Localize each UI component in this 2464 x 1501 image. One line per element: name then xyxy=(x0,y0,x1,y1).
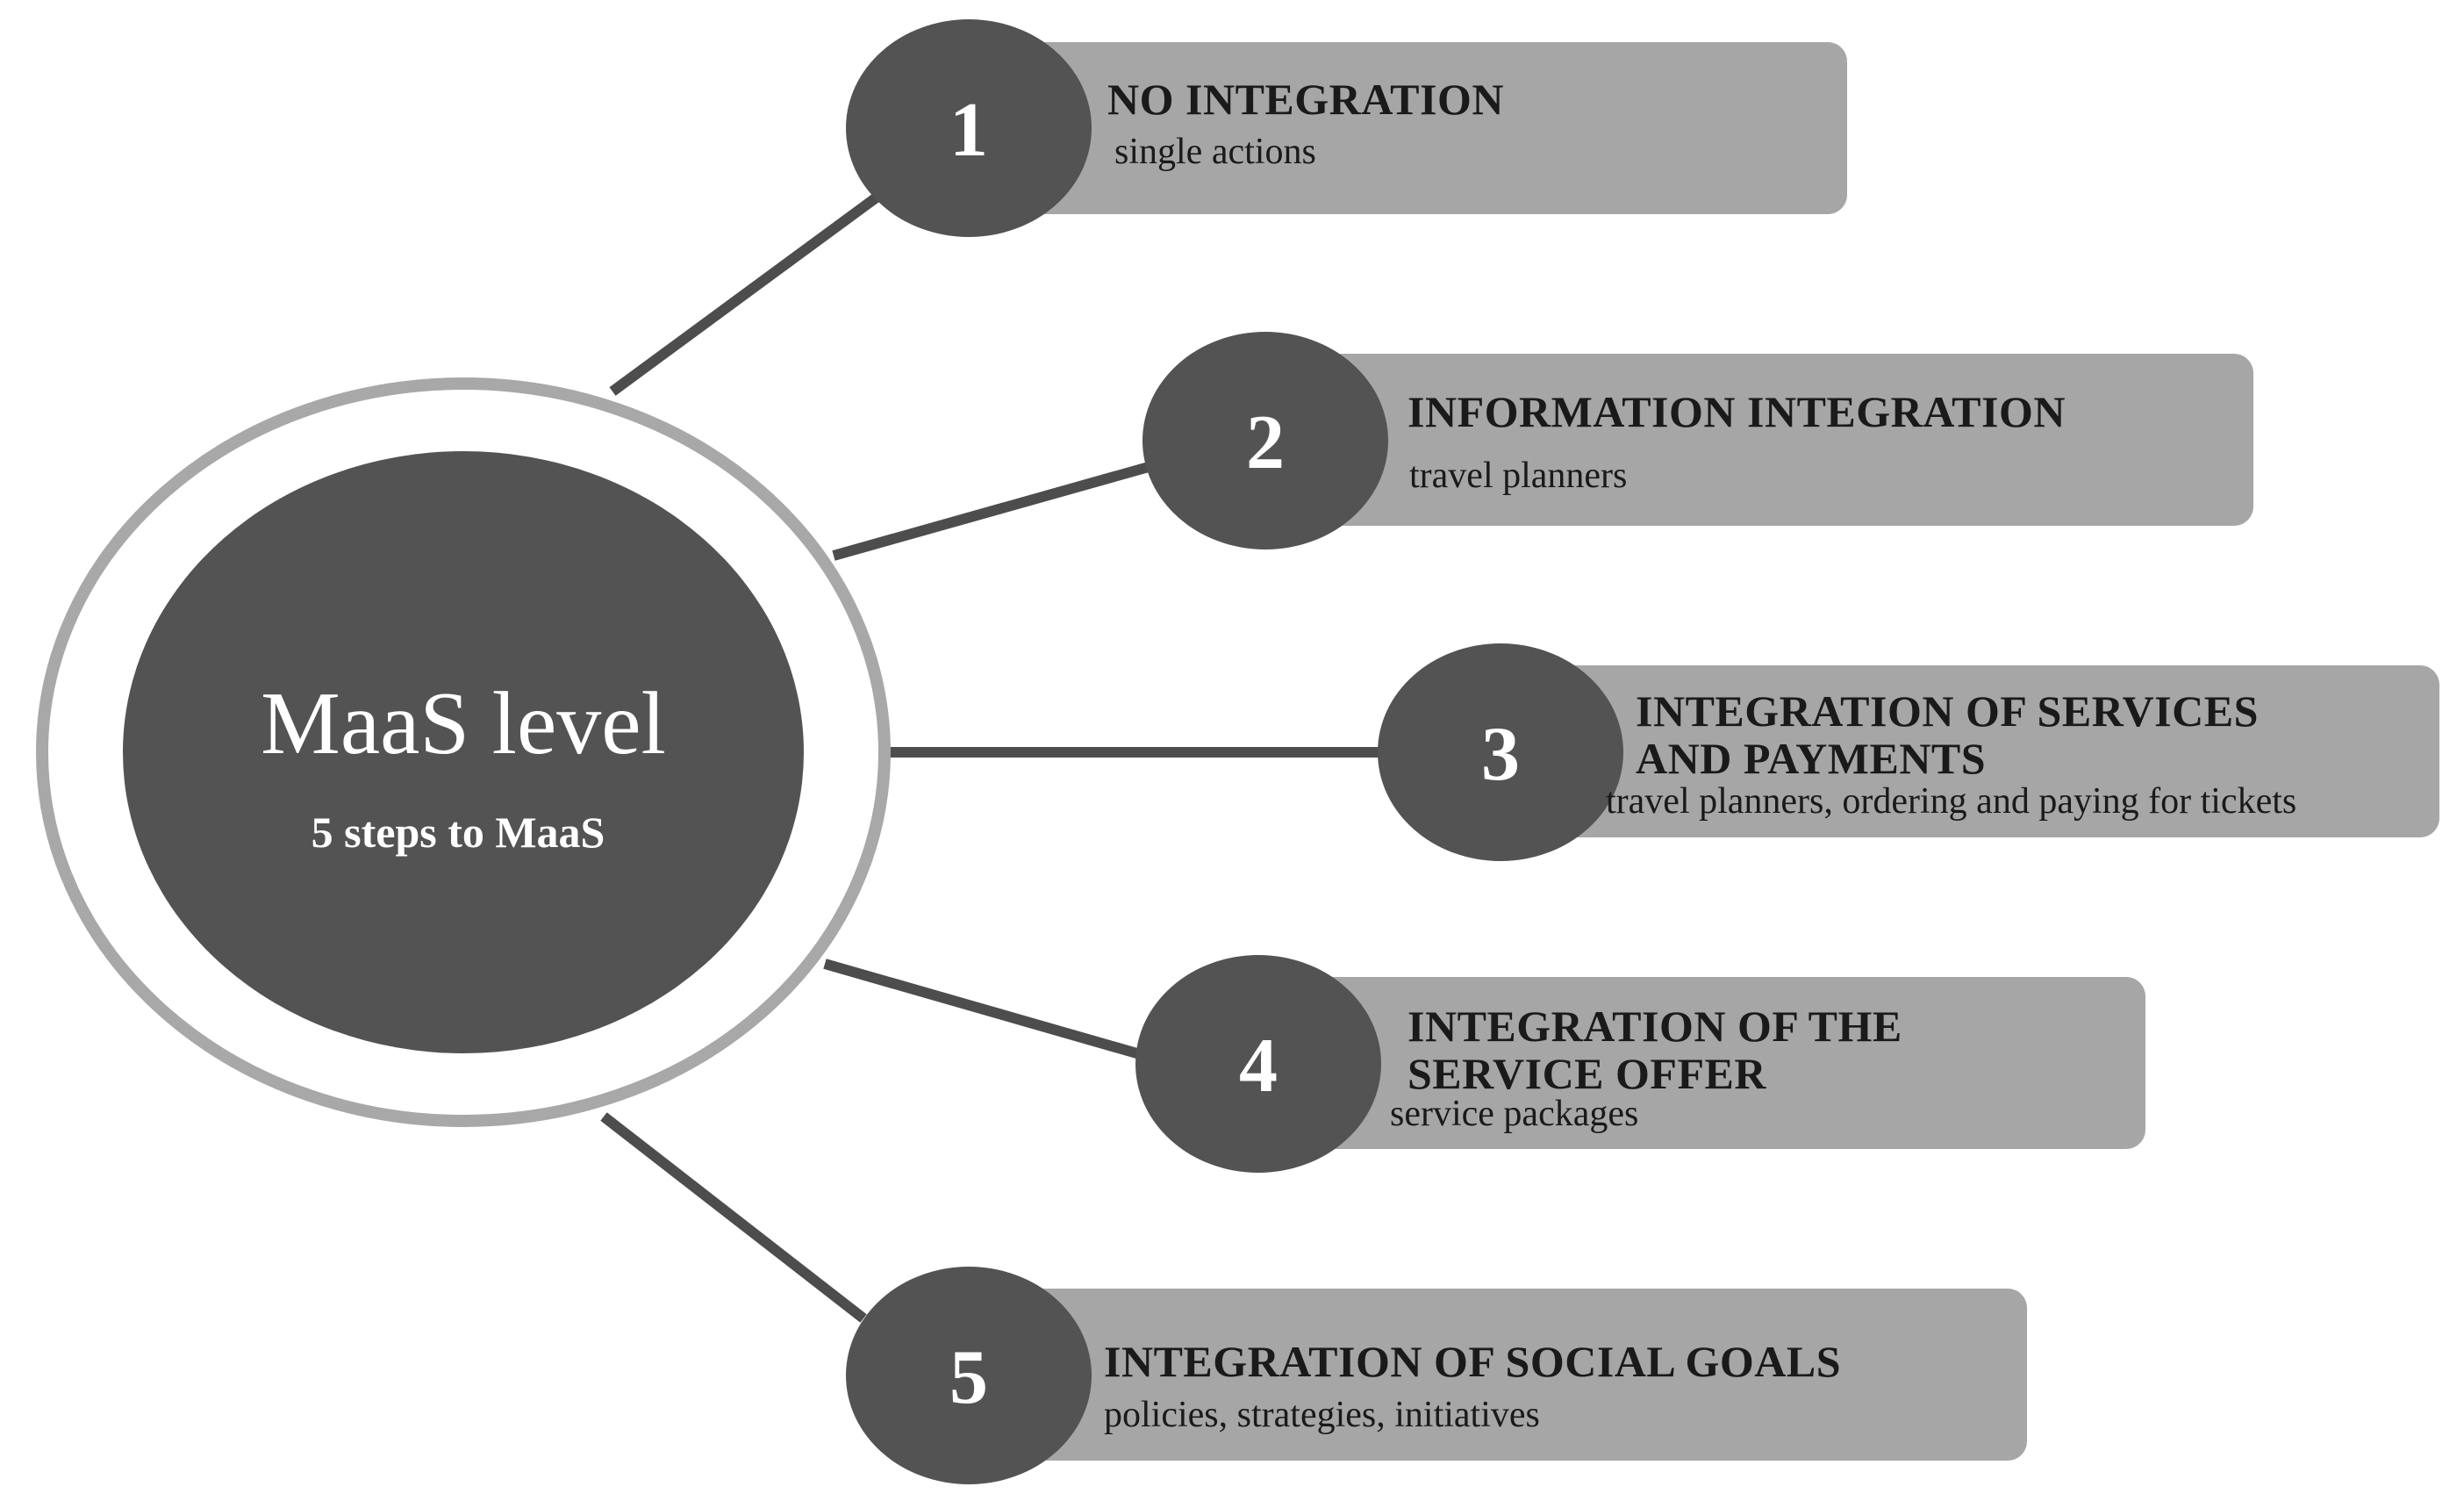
step-5-title: INTEGRATION OF SOCIAL GOALS xyxy=(1104,1337,1841,1386)
step-5-box xyxy=(961,1289,2027,1461)
step-3-description: travel planners, ordering and paying for… xyxy=(1606,781,2296,822)
step-4-box xyxy=(1246,977,2145,1149)
step-3-box xyxy=(1487,665,2439,837)
step-4-description: service packages xyxy=(1390,1094,1638,1134)
step-2-title: INFORMATION INTEGRATION xyxy=(1407,387,2066,436)
step-5: 5 INTEGRATION OF SOCIAL GOALS policies, … xyxy=(846,1267,2027,1484)
connector-step-4 xyxy=(823,959,1148,1061)
step-5-number: 5 xyxy=(949,1335,988,1420)
step-4-title-line-1: INTEGRATION OF THE xyxy=(1407,1002,1902,1051)
step-2: 2 INFORMATION INTEGRATION travel planner… xyxy=(1142,332,2253,549)
step-3-number: 3 xyxy=(1481,712,1520,797)
step-2-circle xyxy=(1142,332,1388,549)
step-1: 1 NO INTEGRATION single actions xyxy=(846,19,1847,237)
step-1-box xyxy=(961,42,1847,214)
center-node: MaaS level 5 steps to MaaS xyxy=(36,377,891,1127)
connectors xyxy=(600,192,1385,1323)
step-3-title-line-2: AND PAYMENTS xyxy=(1636,734,1986,783)
step-3: 3 INTEGRATION OF SERVICES AND PAYMENTS t… xyxy=(1378,643,2439,861)
center-core-circle xyxy=(123,451,804,1053)
connector-step-2 xyxy=(832,460,1157,561)
connector-step-1 xyxy=(609,192,881,396)
step-3-title-line-1: INTEGRATION OF SERVICES xyxy=(1636,686,2259,736)
step-2-description: travel planners xyxy=(1409,456,1627,496)
step-4-number: 4 xyxy=(1239,1023,1278,1109)
center-subtitle: 5 steps to MaaS xyxy=(312,808,605,857)
step-2-box xyxy=(1255,354,2253,526)
step-1-description: single actions xyxy=(1114,132,1316,172)
step-1-title: NO INTEGRATION xyxy=(1107,75,1504,124)
step-4-title-line-2: SERVICE OFFER xyxy=(1407,1049,1766,1098)
step-4: 4 INTEGRATION OF THE SERVICE OFFER servi… xyxy=(1135,955,2145,1173)
step-4-circle xyxy=(1135,955,1381,1173)
center-title: MaaS level xyxy=(261,674,666,773)
step-1-circle xyxy=(846,19,1092,237)
step-5-description: policies, strategies, initiatives xyxy=(1104,1395,1540,1435)
step-2-number: 2 xyxy=(1246,400,1285,485)
step-5-circle xyxy=(846,1267,1092,1484)
step-1-number: 1 xyxy=(949,88,988,173)
connector-step-5 xyxy=(600,1112,867,1323)
step-3-circle xyxy=(1378,643,1623,861)
